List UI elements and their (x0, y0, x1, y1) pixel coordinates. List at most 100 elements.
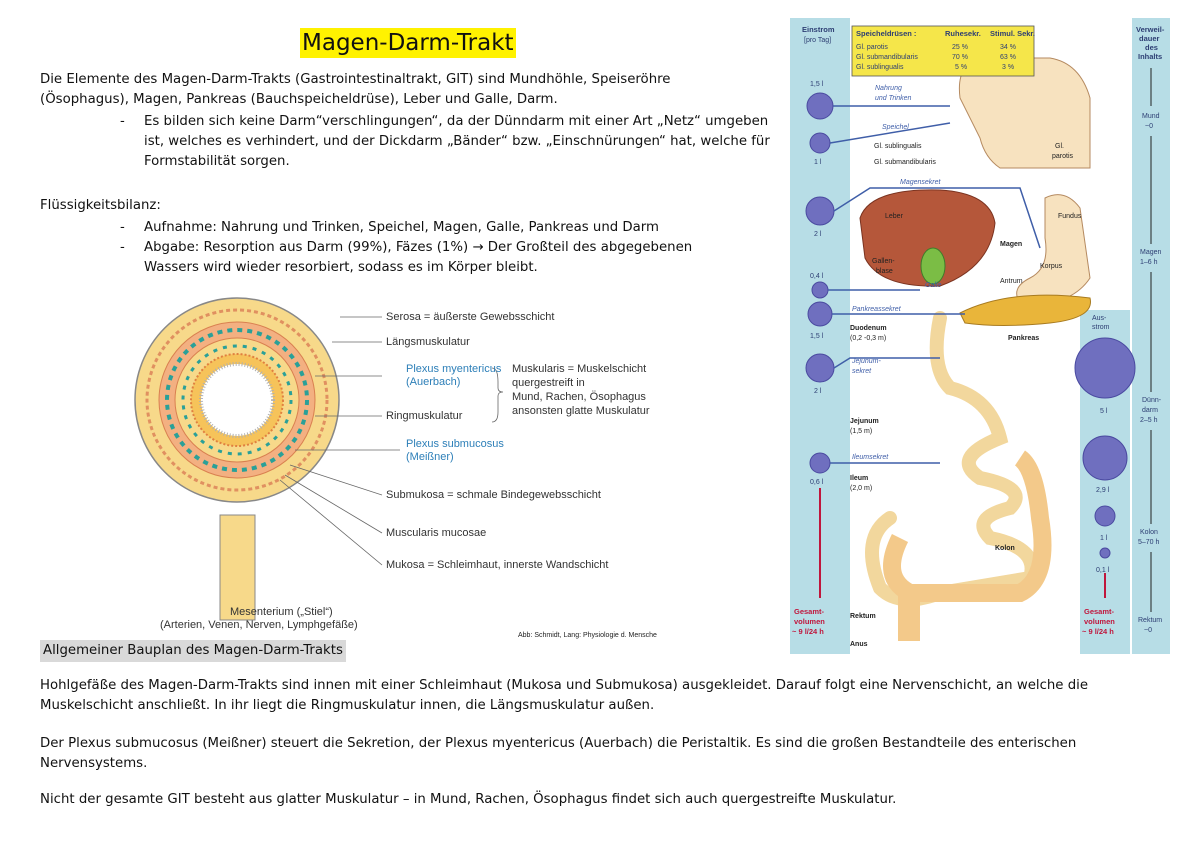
gesamt-left: Gesamt- (794, 607, 825, 616)
label-muskularis-4: ansonsten glatte Muskulatur (512, 405, 650, 417)
label-fundus: Fundus (1058, 213, 1082, 220)
list-item: Aufnahme: Nahrung und Trinken, Speichel,… (120, 218, 730, 238)
fluid-list: Aufnahme: Nahrung und Trinken, Speichel,… (120, 218, 730, 278)
verweil-label: Inhalts (1138, 52, 1162, 61)
paragraph-2: Der Plexus submucosus (Meißner) steuert … (40, 736, 1077, 771)
label-galle: Galle (925, 282, 941, 289)
table-cell: Gl. sublingualis (856, 64, 904, 71)
station-rektum: Rektum (1138, 617, 1162, 624)
table-header: Ruhesekr. (945, 29, 981, 38)
table-cell: 25 % (952, 44, 968, 51)
inflow-circle-ileum (809, 452, 831, 474)
page-title: Magen-Darm-Trakt (300, 28, 516, 58)
table-cell: Gl. parotis (856, 44, 888, 51)
gesamt-left-3: ~ 9 l/24 h (792, 627, 824, 636)
inflow-circle-jejunum (805, 353, 835, 383)
label-muskularis: Muskularis = Muskelschicht (512, 363, 646, 375)
label-ileum-len: (2,0 m) (850, 485, 872, 492)
outflow-circle-kolon (1082, 435, 1128, 481)
label-mesenterium: Mesenterium („Stiel“) (230, 606, 333, 618)
label-plexus-myentericus: Plexus myentericus (406, 363, 502, 375)
label-korpus: Korpus (1040, 263, 1063, 270)
label-nahrung: Nahrung (875, 85, 902, 92)
station-mund: Mund (1142, 113, 1160, 120)
table-header: Stimul. Sekr. (990, 29, 1035, 38)
table-cell: 34 % (1000, 44, 1016, 51)
label-duodenum-len: (0,2 -0,3 m) (850, 335, 886, 342)
list-item: Abgabe: Resorption aus Darm (99%), Fäzes… (120, 238, 730, 278)
verweil-label: dauer (1139, 34, 1160, 43)
label-muskularis-2: quergestreift in (512, 377, 585, 389)
table-cell: 70 % (952, 54, 968, 61)
station-duenndarm-time: 2–5 h (1140, 417, 1158, 424)
inflow-value: 1,5 l (810, 81, 824, 88)
inflow-circle-magensekret (805, 196, 835, 226)
figure-caption: Allgemeiner Bauplan des Magen-Darm-Trakt… (40, 640, 346, 662)
station-magen-time: 1–6 h (1140, 259, 1158, 266)
label-parotis-2: parotis (1052, 153, 1074, 160)
label-jejunum-len: (1,5 m) (850, 428, 872, 435)
outflow-value: 0,1 l (1096, 567, 1110, 574)
label-rektum: Rektum (850, 613, 876, 620)
station-duenndarm: Dünn- (1142, 397, 1162, 404)
inflow-circle-galle (811, 281, 829, 299)
label-submukosa: Submukosa = schmale Bindegewebsschicht (386, 489, 601, 501)
inflow-value: 0,6 l (810, 479, 824, 486)
pancreas-shape (959, 294, 1091, 326)
table-header: Speicheldrüsen : (856, 29, 916, 38)
table-cell: 63 % (1000, 54, 1016, 61)
label-muskularis-3: Mund, Rachen, Ösophagus (512, 391, 646, 403)
inflow-circle-pankreas (807, 301, 833, 327)
label-meissner: (Meißner) (406, 451, 454, 463)
einstrom-label: Einstrom (802, 25, 835, 34)
label-gallenblase: Gallen- (872, 258, 895, 265)
outflow-circle-kolon-2 (1094, 505, 1116, 527)
small-intestine-shape (865, 311, 1039, 607)
label-plexus-submucosus: Plexus submucosus (406, 438, 504, 450)
label-mukosa: Mukosa = Schleimhaut, innerste Wandschic… (386, 559, 608, 571)
salivary-table (851, 25, 1035, 77)
label-muscularis-mucosae: Muscularis mucosae (386, 527, 486, 539)
inflow-circle-nahrung (806, 92, 834, 120)
label-trinken: und Trinken (875, 95, 912, 102)
label-pankreassekret: Pankreassekret (852, 306, 902, 313)
label-jejunum: Jejunum (850, 418, 879, 425)
label-kolon: Kolon (995, 545, 1015, 552)
intro-list: Es bilden sich keine Darm“verschlingunge… (120, 112, 770, 172)
gesamt-right: Gesamt- (1084, 607, 1115, 616)
station-rektum-time: ~0 (1144, 627, 1152, 634)
label-anus: Anus (850, 641, 868, 648)
intro-paragraph: Die Elemente des Magen-Darm-Trakts (Gast… (40, 72, 671, 107)
label-duodenum: Duodenum (850, 325, 887, 332)
label-gallenblase-2: blase (876, 268, 893, 275)
gesamt-left-2: volumen (794, 617, 825, 626)
table-cell: 5 % (955, 64, 967, 71)
station-duenndarm-2: darm (1142, 407, 1158, 414)
inflow-value: 2 l (814, 388, 822, 395)
label-serosa: Serosa = äußerste Gewebsschicht (386, 311, 554, 323)
inflow-value: 1,5 l (810, 333, 824, 340)
label-ringmuskulatur: Ringmuskulatur (386, 410, 463, 422)
gi-tract-figure: Einstrom [pro Tag] 1,5 l 1 l 2 l 0,4 l 1… (790, 18, 1170, 654)
colon-shape (883, 450, 1052, 602)
inflow-value: 0,4 l (810, 273, 824, 280)
fluid-heading: Flüssigkeitsbilanz: (40, 198, 161, 213)
label-speichel: Speichel (882, 124, 909, 131)
ausstrom-label-2: strom (1092, 324, 1110, 331)
paragraph-3: Nicht der gesamte GIT besteht aus glatte… (40, 792, 897, 807)
list-item: Es bilden sich keine Darm“verschlingunge… (120, 112, 770, 172)
ausstrom-label: Aus- (1092, 315, 1107, 322)
gi-wall-cross-section: Serosa = äußerste Gewebsschicht Längsmus… (134, 297, 657, 639)
verweil-label: Verweil- (1136, 25, 1165, 34)
label-magen: Magen (1000, 241, 1022, 248)
inflow-value: 1 l (814, 159, 822, 166)
outflow-value: 1 l (1100, 535, 1108, 542)
table-cell: 3 % (1002, 64, 1014, 71)
verweil-label: des (1145, 43, 1158, 52)
label-jejunumsekret: Jejunum- (851, 358, 881, 365)
table-cell: Gl. submandibularis (856, 54, 918, 61)
figure-source: Abb: Schmidt, Lang: Physiologie d. Mensc… (518, 632, 657, 639)
outflow-circle-duenndarm (1074, 337, 1136, 399)
label-pankreas: Pankreas (1008, 335, 1039, 342)
label-leber: Leber (885, 213, 904, 220)
